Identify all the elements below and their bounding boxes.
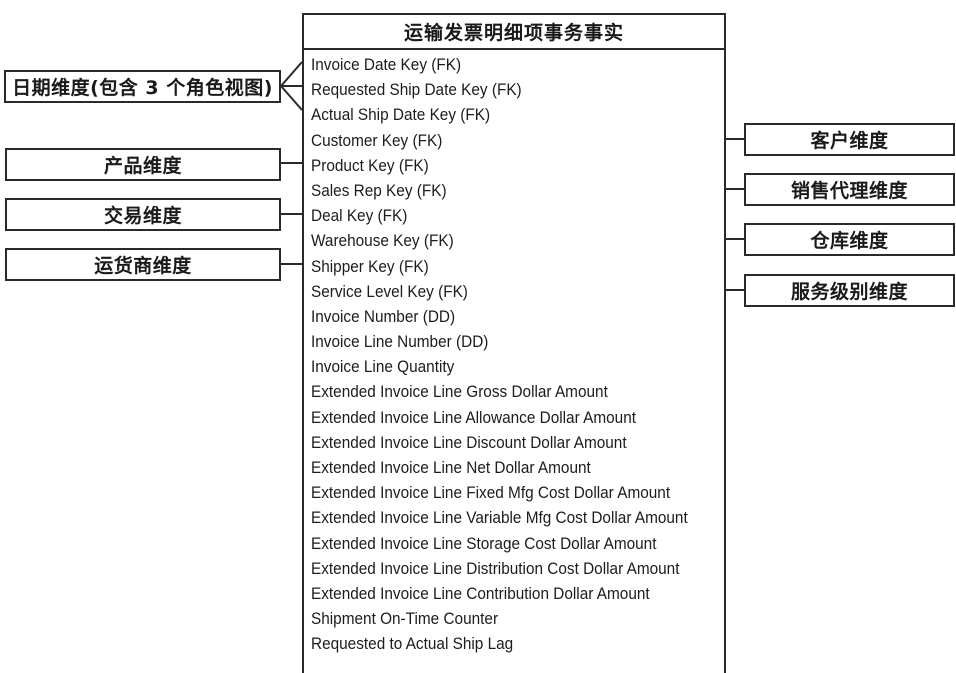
fact-attribute: Shipper Key (FK)	[311, 257, 429, 276]
fact-attribute: Actual Ship Date Key (FK)	[311, 106, 491, 125]
fact-attribute: Requested to Actual Ship Lag	[311, 635, 514, 654]
fact-attribute: Extended Invoice Line Fixed Mfg Cost Dol…	[311, 484, 671, 503]
customer-dimension-box[interactable]: 客户维度	[744, 123, 955, 156]
fact-attribute: Customer Key (FK)	[311, 131, 443, 150]
fact-attribute: Extended Invoice Line Discount Dollar Am…	[311, 433, 627, 452]
fact-attribute: Extended Invoice Line Contribution Dolla…	[311, 584, 650, 603]
fact-attribute: Deal Key (FK)	[311, 207, 408, 226]
warehouse-dimension-label: 仓库维度	[810, 230, 889, 252]
date-dimension-label: 日期维度(包含 3 个角色视图)	[12, 77, 273, 99]
fact-attribute: Product Key (FK)	[311, 156, 429, 175]
fact-attribute: Invoice Line Quantity	[311, 358, 455, 377]
fact-attribute: Extended Invoice Line Storage Cost Dolla…	[311, 534, 657, 553]
fact-attribute: Extended Invoice Line Gross Dollar Amoun…	[311, 383, 608, 402]
fact-attribute: Warehouse Key (FK)	[311, 232, 454, 251]
shipper-dimension-box[interactable]: 运货商维度	[5, 248, 281, 281]
sales-rep-dimension-label: 销售代理维度	[790, 180, 908, 202]
fact-table-box[interactable]: 运输发票明细项事务事实 Invoice Date Key (FK) Reques…	[302, 13, 726, 673]
fact-attribute: Shipment On-Time Counter	[311, 610, 499, 629]
shipper-dimension-label: 运货商维度	[94, 255, 192, 277]
fact-attribute: Invoice Number (DD)	[311, 307, 456, 326]
fact-attribute: Service Level Key (FK)	[311, 282, 468, 301]
fact-attribute: Extended Invoice Line Variable Mfg Cost …	[311, 509, 688, 528]
fact-attribute: Extended Invoice Line Distribution Cost …	[311, 559, 680, 578]
warehouse-dimension-box[interactable]: 仓库维度	[744, 223, 955, 256]
fact-attribute: Requested Ship Date Key (FK)	[311, 81, 522, 100]
product-dimension-label: 产品维度	[103, 155, 182, 177]
fact-table-attributes: Invoice Date Key (FK) Requested Ship Dat…	[304, 50, 724, 658]
service-level-dimension-label: 服务级别维度	[790, 281, 908, 303]
fact-attribute: Invoice Date Key (FK)	[311, 56, 462, 74]
sales-rep-dimension-box[interactable]: 销售代理维度	[744, 173, 955, 206]
service-level-dimension-box[interactable]: 服务级别维度	[744, 274, 955, 307]
customer-dimension-label: 客户维度	[810, 130, 889, 152]
fact-attribute: Invoice Line Number (DD)	[311, 333, 489, 352]
date-dimension-box[interactable]: 日期维度(包含 3 个角色视图)	[4, 70, 281, 103]
fact-attribute: Sales Rep Key (FK)	[311, 181, 447, 200]
fact-attribute: Extended Invoice Line Allowance Dollar A…	[311, 408, 637, 427]
fact-attribute: Extended Invoice Line Net Dollar Amount	[311, 459, 591, 477]
fact-table-title: 运输发票明细项事务事实	[304, 15, 724, 50]
product-dimension-box[interactable]: 产品维度	[5, 148, 281, 181]
deal-dimension-box[interactable]: 交易维度	[5, 198, 281, 231]
deal-dimension-label: 交易维度	[103, 205, 182, 227]
